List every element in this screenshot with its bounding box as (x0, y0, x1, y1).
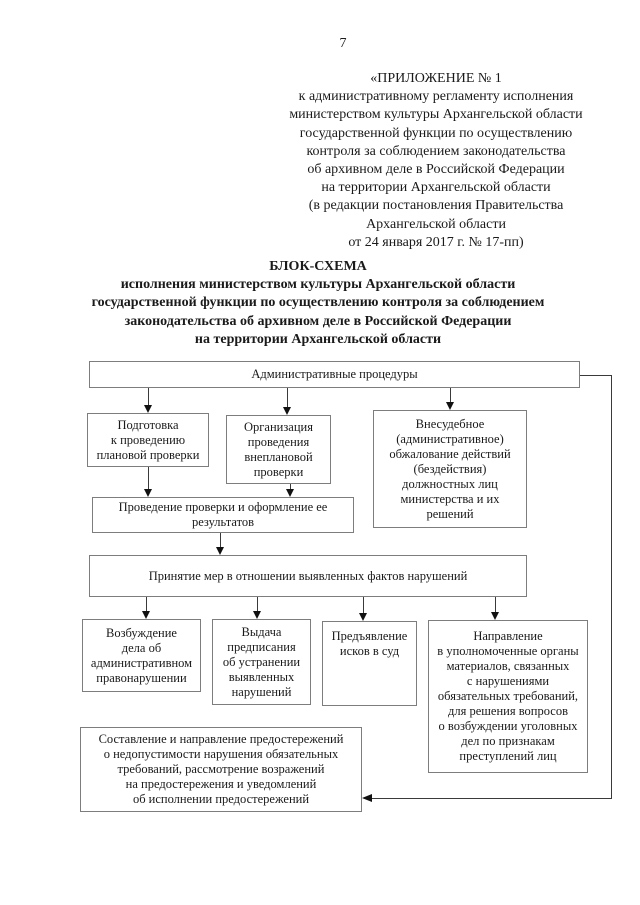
arrow-measures-to-case (141, 597, 151, 619)
arrow-organization-to-inspection (285, 484, 295, 497)
connector-right-vertical-segment (611, 375, 612, 799)
node-organization-unplanned-inspection: Организация проведения внеплановой прове… (226, 415, 331, 484)
appendix-header: «ПРИЛОЖЕНИЕ № 1 к административному регл… (289, 71, 583, 250)
arrow-inspection-to-measures (215, 533, 225, 555)
arrow-admin-to-preparation (143, 388, 153, 413)
node-preparation-planned-inspection: Подготовка к проведению плановой проверк… (87, 413, 209, 467)
block-scheme-title: БЛОК-СХЕМА исполнения министерством куль… (18, 258, 618, 349)
connector-admin-right-segment (580, 375, 611, 376)
arrowhead-into-warnings (362, 794, 372, 802)
arrow-measures-to-order (252, 597, 262, 619)
arrow-measures-to-referral (490, 597, 500, 620)
title-heading: БЛОК-СХЕМА (269, 259, 367, 274)
node-court-claims: Предъявление исков в суд (322, 621, 417, 706)
node-referral-to-authorized-bodies: Направление в уполномоченные органы мате… (428, 620, 588, 773)
node-administrative-case-initiation: Возбуждение дела об административном пра… (82, 619, 201, 692)
arrow-measures-to-claims (358, 597, 368, 621)
arrow-preparation-to-inspection (143, 467, 153, 497)
node-order-to-eliminate-violations: Выдача предписания об устранении выявлен… (212, 619, 311, 705)
connector-bottom-horizontal-segment (372, 798, 611, 799)
node-extrajudicial-appeal: Внесудебное (административное) обжалован… (373, 410, 527, 528)
node-admin-procedures: Административные процедуры (89, 361, 580, 388)
page-number: 7 (339, 36, 347, 51)
node-measures-on-violations: Принятие мер в отношении выявленных факт… (89, 555, 527, 597)
node-warnings: Составление и направление предостережени… (80, 727, 362, 812)
arrow-admin-to-organization (282, 388, 292, 415)
title-subtitle: исполнения министерством культуры Арханг… (91, 277, 545, 347)
arrow-admin-to-appeal (445, 388, 455, 410)
node-inspection-and-results: Проведение проверки и оформление ее резу… (92, 497, 354, 533)
